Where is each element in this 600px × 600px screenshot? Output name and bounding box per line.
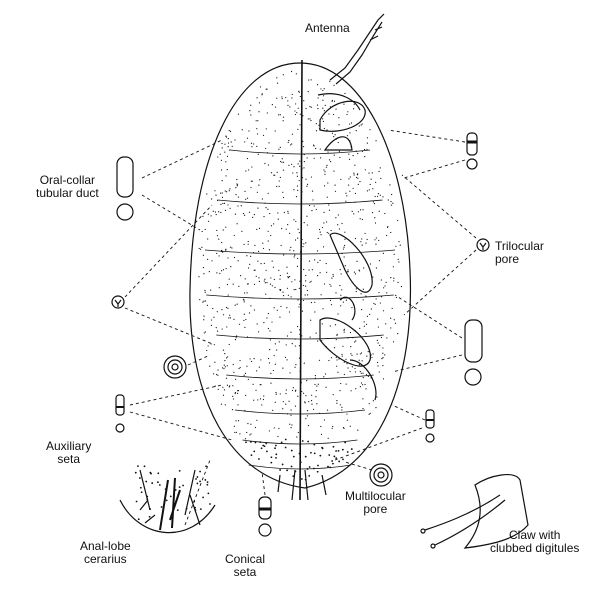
trilocular-pore-icon bbox=[111, 295, 125, 309]
segment-line bbox=[204, 249, 396, 255]
oral-collar-duct-icon bbox=[464, 319, 483, 386]
claw-drawing bbox=[420, 473, 529, 549]
label-text: Trilocular bbox=[495, 239, 544, 253]
antenna-drawing bbox=[317, 13, 385, 111]
label-text: Multilocular bbox=[345, 489, 406, 503]
label-text: Auxiliary bbox=[46, 439, 92, 453]
label-text: clubbed digitules bbox=[490, 541, 580, 555]
segment-line bbox=[229, 149, 371, 155]
body-segments bbox=[204, 149, 396, 470]
leader-lines bbox=[124, 129, 477, 526]
label-text: Oral-collar bbox=[39, 173, 96, 187]
label-text: tubular duct bbox=[36, 186, 99, 200]
segment-line bbox=[216, 334, 384, 340]
multilocular-pore-icon bbox=[163, 355, 187, 379]
label-antenna: Antenna bbox=[305, 22, 350, 35]
multilocular-pore-icon bbox=[369, 463, 393, 487]
body-stipple bbox=[198, 70, 403, 481]
segment-line bbox=[217, 199, 383, 205]
label-text: pore bbox=[363, 502, 388, 516]
body-outline bbox=[189, 62, 412, 489]
leg-3 bbox=[319, 317, 377, 401]
segment-line bbox=[234, 409, 366, 415]
oral-collar-duct-icon bbox=[115, 394, 125, 433]
oral-collar-duct-icon bbox=[466, 132, 478, 170]
body-midline bbox=[299, 59, 303, 501]
oral-collar-duct-icon bbox=[425, 409, 435, 443]
label-text: Anal-lobe bbox=[80, 539, 131, 553]
label-text: seta bbox=[233, 565, 257, 579]
label-text: cerarius bbox=[84, 552, 127, 566]
oral-collar-duct-icon bbox=[258, 496, 272, 537]
label-text: Antenna bbox=[305, 21, 350, 35]
label-text: pore bbox=[495, 252, 520, 266]
leg-2 bbox=[329, 232, 373, 321]
segment-line bbox=[206, 294, 394, 300]
oral-collar-duct-icon bbox=[116, 156, 134, 221]
anal-lobe-inset bbox=[119, 469, 216, 534]
segment-line bbox=[242, 439, 358, 445]
label-text: Claw with bbox=[509, 528, 561, 542]
segment-line bbox=[248, 464, 352, 470]
anal-setae bbox=[277, 469, 327, 501]
leg-1 bbox=[319, 100, 366, 151]
label-text: seta bbox=[57, 452, 81, 466]
segment-line bbox=[226, 374, 374, 380]
label-text: Conical bbox=[225, 552, 266, 566]
trilocular-pore-icon bbox=[476, 238, 490, 252]
